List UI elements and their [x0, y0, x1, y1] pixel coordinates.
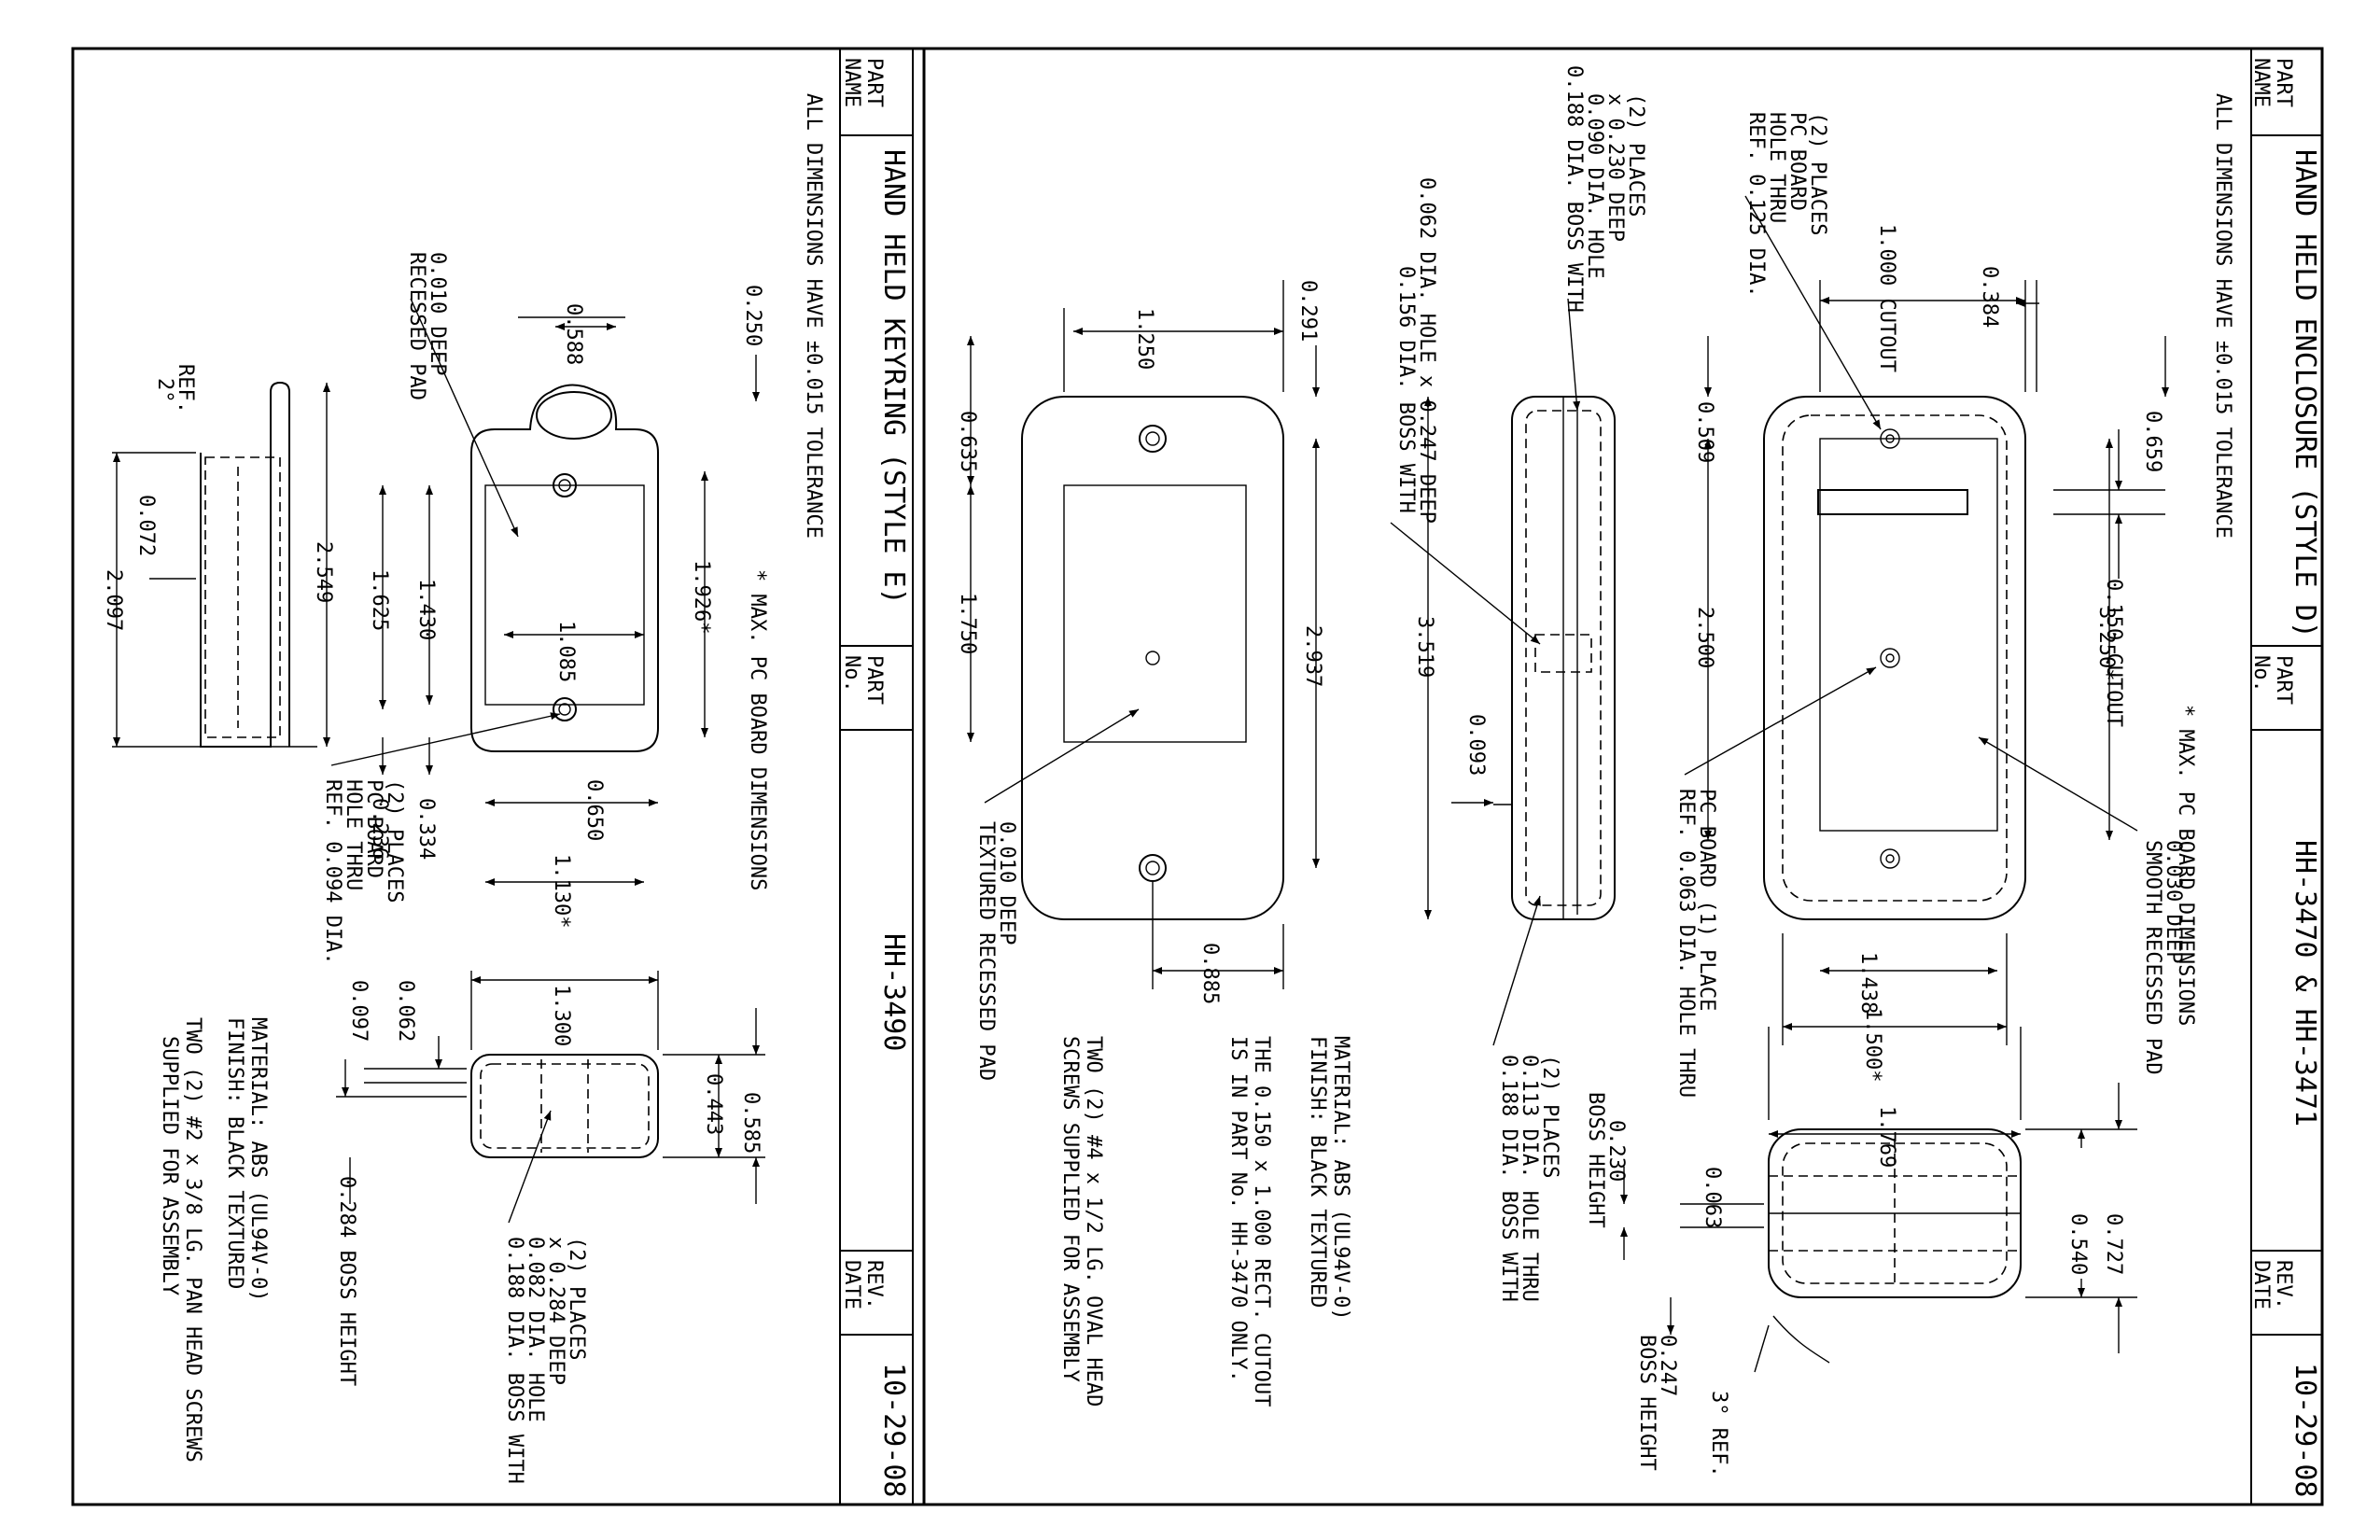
pcb-hole-center — [1880, 648, 1900, 668]
rev-date-label: REV.DATE — [2249, 1260, 2295, 1309]
part-name-label: PARTNAME — [840, 58, 886, 107]
dim-0-236: 0.236 — [368, 798, 391, 860]
dim-0-588: 0.588 — [562, 303, 585, 365]
pcb-hole-bottom — [1880, 848, 1900, 869]
finish-note: FINISH: BLACK TEXTURED — [223, 1017, 246, 1289]
textured-pad-note: TEXTURED RECESSED PAD0.010 DEEP — [974, 821, 1018, 1081]
screws-note-1: TWO (2) #2 x 3/8 LG. PAN HEAD SCREWS — [181, 1017, 204, 1463]
dim-2-097: 2.097 — [102, 569, 125, 631]
dim-1-926: 1.926* — [690, 560, 713, 634]
part-no-label: PARTNo. — [2249, 655, 2295, 705]
ref-angle: 2°REF. — [153, 364, 197, 413]
pcb-note: * MAX. PC BOARD DIMENSIONS — [2174, 705, 2197, 1026]
dim-1-500: 1.500* — [1861, 1008, 1884, 1082]
dim-1-625: 1.625 — [368, 569, 391, 631]
rect-cutout — [1817, 489, 1968, 515]
dim-1-769: 1.769 — [1875, 1106, 1898, 1168]
dim-2-549: 2.549 — [312, 541, 335, 603]
title-block-right: PARTNAME HAND HELD ENCLOSURE (STYLE D) P… — [2249, 49, 2322, 1505]
tolerance-note: ALL DIMENSIONS HAVE ±0.015 TOLERANCE — [802, 93, 825, 539]
material-note: MATERIAL: ABS (UL94V-0) — [246, 1017, 270, 1302]
dim-0-072: 0.072 — [134, 495, 158, 556]
tolerance-note: ALL DIMENSIONS HAVE ±0.015 TOLERANCE — [2211, 93, 2234, 539]
part-no-label: PARTNo. — [840, 655, 886, 705]
dim-3-250: 3.250* — [2094, 607, 2118, 680]
dim-0-650: 0.650 — [582, 779, 606, 841]
dim-0-540: 0.540 — [2066, 1213, 2090, 1275]
dim-0-509: 0.509 — [1693, 401, 1716, 463]
enclosure-top-view — [1763, 396, 2026, 920]
sheet-border — [71, 47, 2324, 1506]
dim-3-519: 3.519 — [1413, 616, 1436, 678]
screws-note-2: SCREWS SUPPLIED FOR ASSEMBLY — [1058, 1036, 1082, 1382]
rev-date-label: REV.DATE — [840, 1260, 886, 1309]
part-no: HH-3470 & HH-3471 — [2289, 840, 2321, 1127]
dim-1-250: 1.250 — [1133, 308, 1156, 370]
material-note: MATERIAL: ABS (UL94V-0) — [1329, 1036, 1352, 1321]
dim-0-885: 0.885 — [1198, 943, 1222, 1004]
ref-hole-1: REF. 0.125 DIA.HOLE THRUPC BOARD(2) PLAC… — [1744, 112, 1829, 298]
dim-2-500: 2.500 — [1693, 607, 1716, 668]
part-name: HAND HELD KEYRING (STYLE E) — [877, 149, 910, 605]
dim-1-438: 1.438 — [1856, 952, 1880, 1014]
dim-1-085: 1.085 — [554, 621, 578, 682]
boss-height-note: 0.284 BOSS HEIGHT — [335, 1176, 358, 1386]
keyring-pcb-outline — [484, 484, 645, 706]
dim-0-384: 0.384 — [1978, 266, 2001, 328]
boss3-note: 0.188 DIA. BOSS WITH0.113 DIA. HOLE THRU… — [1497, 1055, 1561, 1302]
dim-0-250: 0.250 — [741, 285, 764, 346]
keyring-bottom-view — [470, 1054, 659, 1158]
enclosure-rear-view — [1021, 396, 1284, 920]
screws-note-2: SUPPLIED FOR ASSEMBLY — [158, 1036, 181, 1295]
screws-note-1: TWO (2) #4 x 1/2 LG. OVAL HEAD — [1082, 1036, 1105, 1407]
dim-1-750: 1.750 — [956, 593, 979, 654]
dim-0-727: 0.727 — [2102, 1213, 2125, 1275]
dim-0-585: 0.585 — [739, 1092, 763, 1154]
keyring-top-view — [470, 384, 659, 752]
keyring-side-view — [200, 381, 290, 748]
cutout-note-1: THE 0.150 x 1.000 RECT. CUTOUT — [1250, 1036, 1273, 1407]
rev-date: 10-29-08 — [2289, 1363, 2321, 1498]
boss-height-1: 0.230BOSS HEIGHT — [1584, 1092, 1628, 1228]
finish-note: FINISH: BLACK TEXTURED — [1306, 1036, 1329, 1308]
dim-0-097: 0.097 — [347, 980, 371, 1042]
title-block-left: PARTNAME HAND HELD KEYRING (STYLE E) PAR… — [839, 49, 913, 1505]
keyring-e-drawing: ALL DIMENSIONS HAVE ±0.015 TOLERANCE * M… — [102, 93, 825, 1484]
dim-0-062: 0.062 — [394, 980, 417, 1042]
pcb-outline — [1819, 438, 1998, 832]
ref-angle: 3° REF. — [1707, 1391, 1730, 1477]
dim-0-063: 0.063 — [1701, 1167, 1724, 1228]
dim-2-937: 2.937 — [1301, 625, 1324, 687]
dim-1-130: 1.130* — [550, 854, 573, 928]
part-name-label: PARTNAME — [2249, 58, 2295, 107]
part-name: HAND HELD ENCLOSURE (STYLE D) — [2289, 149, 2321, 638]
dim-0-659: 0.659 — [2141, 411, 2164, 472]
dim-1-430: 1.430 — [414, 579, 438, 640]
cutout-note-2: IS IN PART No. HH-3470 ONLY. — [1226, 1036, 1250, 1382]
boss-height-2: 0.247BOSS HEIGHT — [1635, 1335, 1679, 1471]
dim-0-291: 0.291 — [1296, 280, 1320, 342]
dim-1-300: 1.300 — [550, 985, 573, 1046]
part-no: HH-3490 — [877, 933, 910, 1051]
enclosure-d-drawing: ALL DIMENSIONS HAVE ±0.015 TOLERANCE * M… — [956, 65, 2234, 1477]
pcb-note: * MAX. PC BOARD DIMENSIONS — [746, 569, 769, 890]
dim-0-093: 0.093 — [1464, 714, 1488, 776]
pcb-hole-top — [1880, 428, 1900, 449]
ref-hole-2: REF. 0.063 DIA. HOLE THRUPC BOARD (1) PL… — [1674, 789, 1718, 1098]
smooth-pad-note: SMOOTH RECESSED PAD0.030 DEEP — [2141, 840, 2185, 1075]
boss1-note: 0.188 DIA. BOSS WITH0.090 DIA. HOLEx 0.2… — [1562, 65, 1647, 313]
dim-0-635: 0.635 — [956, 411, 979, 472]
boss-note: 0.188 DIA. BOSS WITH0.082 DIA. HOLEx 0.2… — [503, 1237, 588, 1484]
dim-1-000: 1.000 CUTOUT — [1875, 224, 1898, 372]
dim-0-334: 0.334 — [414, 798, 438, 860]
boss2-note: 0.156 DIA. BOSS WITH0.062 DIA. HOLE x 0.… — [1394, 177, 1438, 524]
ref-hole-note: REF. 0.094 DIA.HOLE THRUPC BOARD(2) PLAC… — [321, 779, 406, 965]
recessed-pad-note: RECESSED PAD0.010 DEEP — [405, 252, 449, 400]
rev-date: 10-29-08 — [877, 1363, 910, 1498]
dim-0-443: 0.443 — [702, 1073, 725, 1135]
textured-pad-outline — [1063, 484, 1247, 743]
